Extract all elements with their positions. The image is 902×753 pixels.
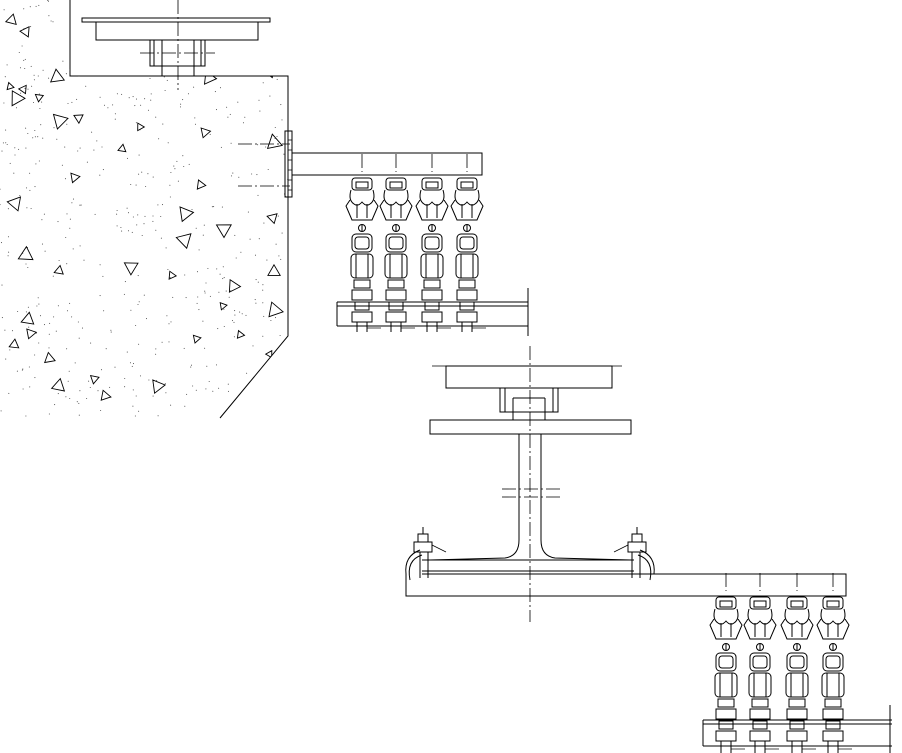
- upper-bottom-rail: [336, 288, 529, 336]
- cable-hanger: [780, 573, 816, 753]
- wall-bracket-arm: [238, 130, 483, 198]
- beam-clamp-right: [613, 527, 655, 581]
- cable-hanger: [816, 573, 852, 753]
- lower-bracket-arm: [405, 573, 847, 597]
- i-beam: [422, 346, 634, 622]
- cable-hanger: [743, 573, 779, 753]
- cable-hanger: [345, 154, 381, 332]
- cable-hanger: [709, 573, 745, 753]
- upper-hanger-group: [345, 154, 486, 332]
- cable-hanger: [379, 154, 415, 332]
- top-plate-upper: [69, 0, 289, 419]
- lower-bottom-rail: [702, 705, 892, 753]
- cable-hanger: [415, 154, 451, 332]
- beam-clamp-left: [405, 527, 447, 581]
- concrete-hatch: [0, 0, 288, 418]
- lower-hanger-group: [709, 573, 852, 753]
- cable-hanger: [450, 154, 486, 332]
- top-plate-middle: [432, 365, 624, 420]
